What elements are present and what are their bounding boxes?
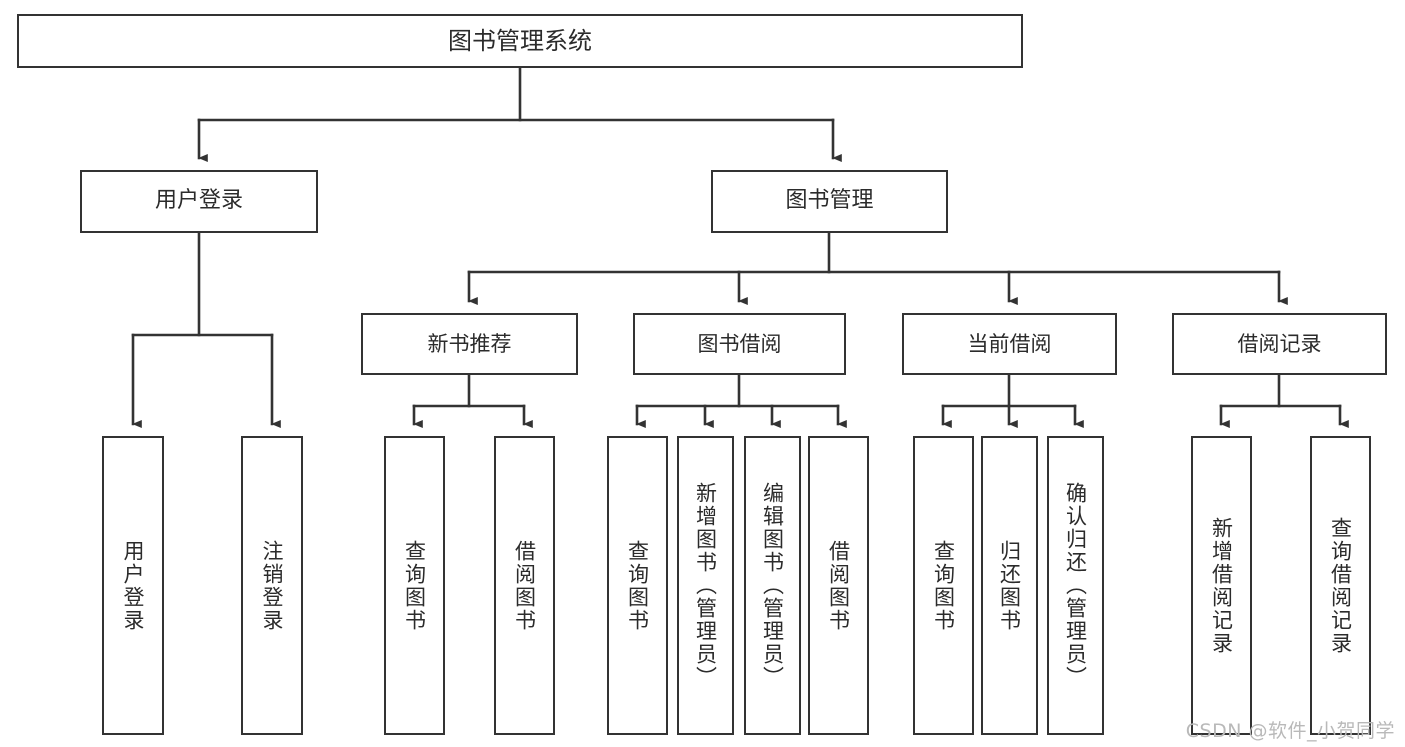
node-label: 确认归还（管理员） (1063, 482, 1088, 689)
leaf-current-query-book[interactable]: 查询图书 (913, 436, 974, 735)
node-label: 注销登录 (260, 539, 285, 632)
node-borrow-record[interactable]: 借阅记录 (1172, 313, 1387, 375)
leaf-user-login-logout[interactable]: 注销登录 (241, 436, 303, 735)
node-label: 新增借阅记录 (1209, 516, 1234, 655)
node-label: 编辑图书（管理员） (760, 482, 785, 689)
node-label: 图书管理系统 (448, 26, 592, 55)
node-label: 用户登录 (154, 188, 243, 214)
node-label: 借阅记录 (1237, 331, 1322, 356)
leaf-record-add-record[interactable]: 新增借阅记录 (1191, 436, 1252, 735)
leaf-user-login-login[interactable]: 用户登录 (102, 436, 164, 735)
node-book-management[interactable]: 图书管理 (711, 170, 948, 233)
leaf-current-return-book[interactable]: 归还图书 (981, 436, 1038, 735)
node-label: 借阅图书 (826, 539, 851, 632)
node-label: 图书借阅 (697, 331, 782, 356)
node-label: 当前借阅 (967, 331, 1052, 356)
leaf-record-query-record[interactable]: 查询借阅记录 (1310, 436, 1371, 735)
node-new-book-recommend[interactable]: 新书推荐 (361, 313, 578, 375)
node-user-login[interactable]: 用户登录 (80, 170, 318, 233)
leaf-borrow-edit-book-admin[interactable]: 编辑图书（管理员） (744, 436, 801, 735)
node-label: 查询图书 (931, 539, 956, 632)
node-label: 图书管理 (785, 188, 874, 214)
node-label: 归还图书 (997, 539, 1022, 632)
leaf-current-confirm-return-admin[interactable]: 确认归还（管理员） (1047, 436, 1104, 735)
node-label: 新书推荐 (427, 331, 512, 356)
leaf-borrow-borrow-book[interactable]: 借阅图书 (808, 436, 869, 735)
node-book-borrow[interactable]: 图书借阅 (633, 313, 846, 375)
leaf-borrow-query-book[interactable]: 查询图书 (607, 436, 668, 735)
watermark-text: CSDN @软件_小贺同学 (1185, 720, 1395, 742)
node-label: 查询图书 (402, 539, 427, 632)
node-label: 查询借阅记录 (1328, 516, 1353, 655)
leaf-borrow-add-book-admin[interactable]: 新增图书（管理员） (677, 436, 734, 735)
node-book-management-system[interactable]: 图书管理系统 (17, 14, 1023, 68)
node-label: 新增图书（管理员） (693, 482, 718, 689)
leaf-new-book-borrow-book[interactable]: 借阅图书 (494, 436, 555, 735)
leaf-new-book-query-book[interactable]: 查询图书 (384, 436, 445, 735)
node-label: 查询图书 (625, 539, 650, 632)
node-current-borrow[interactable]: 当前借阅 (902, 313, 1117, 375)
node-label: 借阅图书 (512, 539, 537, 632)
node-label: 用户登录 (121, 539, 146, 632)
